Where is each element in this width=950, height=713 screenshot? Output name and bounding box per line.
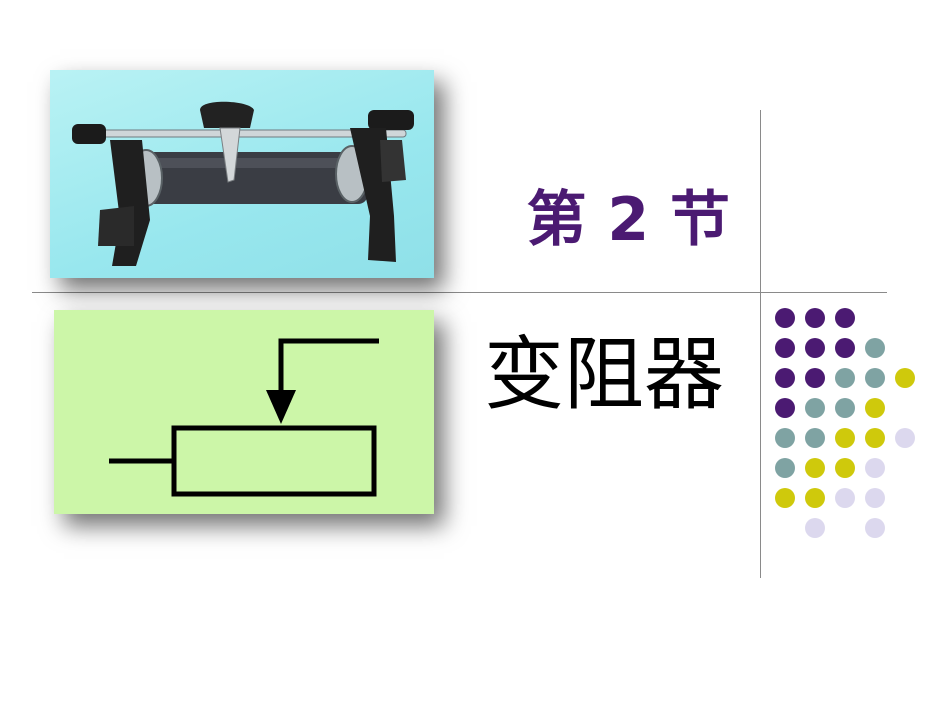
decor-dot [835, 458, 855, 478]
rheostat-photo [50, 70, 434, 278]
decor-dot [835, 428, 855, 448]
decor-dot [775, 488, 795, 508]
decor-dot [865, 518, 885, 538]
decor-dot [865, 458, 885, 478]
decor-dot [835, 368, 855, 388]
decor-dot [805, 338, 825, 358]
decor-dot [805, 458, 825, 478]
decor-dot [895, 368, 915, 388]
decor-dot [775, 398, 795, 418]
decor-dot [835, 338, 855, 358]
decor-dot [775, 308, 795, 328]
vertical-divider [760, 110, 761, 578]
decor-dot [865, 488, 885, 508]
decor-dot [805, 518, 825, 538]
decor-dot [775, 368, 795, 388]
rheostat-symbol-drawing [109, 338, 379, 497]
decor-dot [865, 398, 885, 418]
decor-dot [805, 398, 825, 418]
decor-dot [835, 308, 855, 328]
decor-dot [835, 398, 855, 418]
decor-dot [865, 338, 885, 358]
lesson-title: 变阻器 [484, 328, 724, 421]
decor-dot [805, 308, 825, 328]
decor-dot [805, 368, 825, 388]
rheostat-circuit-symbol [54, 310, 434, 514]
section-number: 第 2 节 [526, 185, 730, 255]
decor-dot [775, 338, 795, 358]
decor-dot [805, 428, 825, 448]
horizontal-divider [32, 292, 887, 293]
decorative-dot-grid [775, 308, 925, 548]
decor-dot [805, 488, 825, 508]
decor-dot [865, 428, 885, 448]
decor-dot [865, 368, 885, 388]
rheostat-illustration [72, 101, 414, 266]
decor-dot [775, 428, 795, 448]
decor-dot [895, 428, 915, 448]
decor-dot [775, 458, 795, 478]
decor-dot [835, 488, 855, 508]
